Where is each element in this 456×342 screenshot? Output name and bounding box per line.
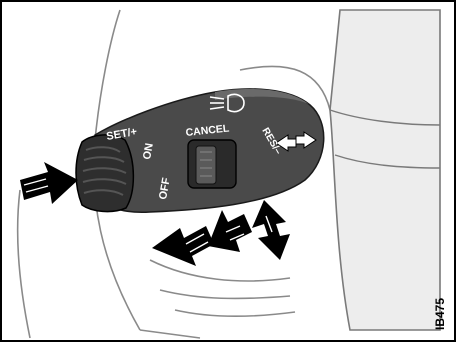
stalk-end-cap: [76, 135, 133, 212]
steering-wheel-spoke: [330, 10, 440, 330]
figure-code: IB475: [433, 298, 447, 330]
on-off-slider[interactable]: [188, 140, 236, 188]
